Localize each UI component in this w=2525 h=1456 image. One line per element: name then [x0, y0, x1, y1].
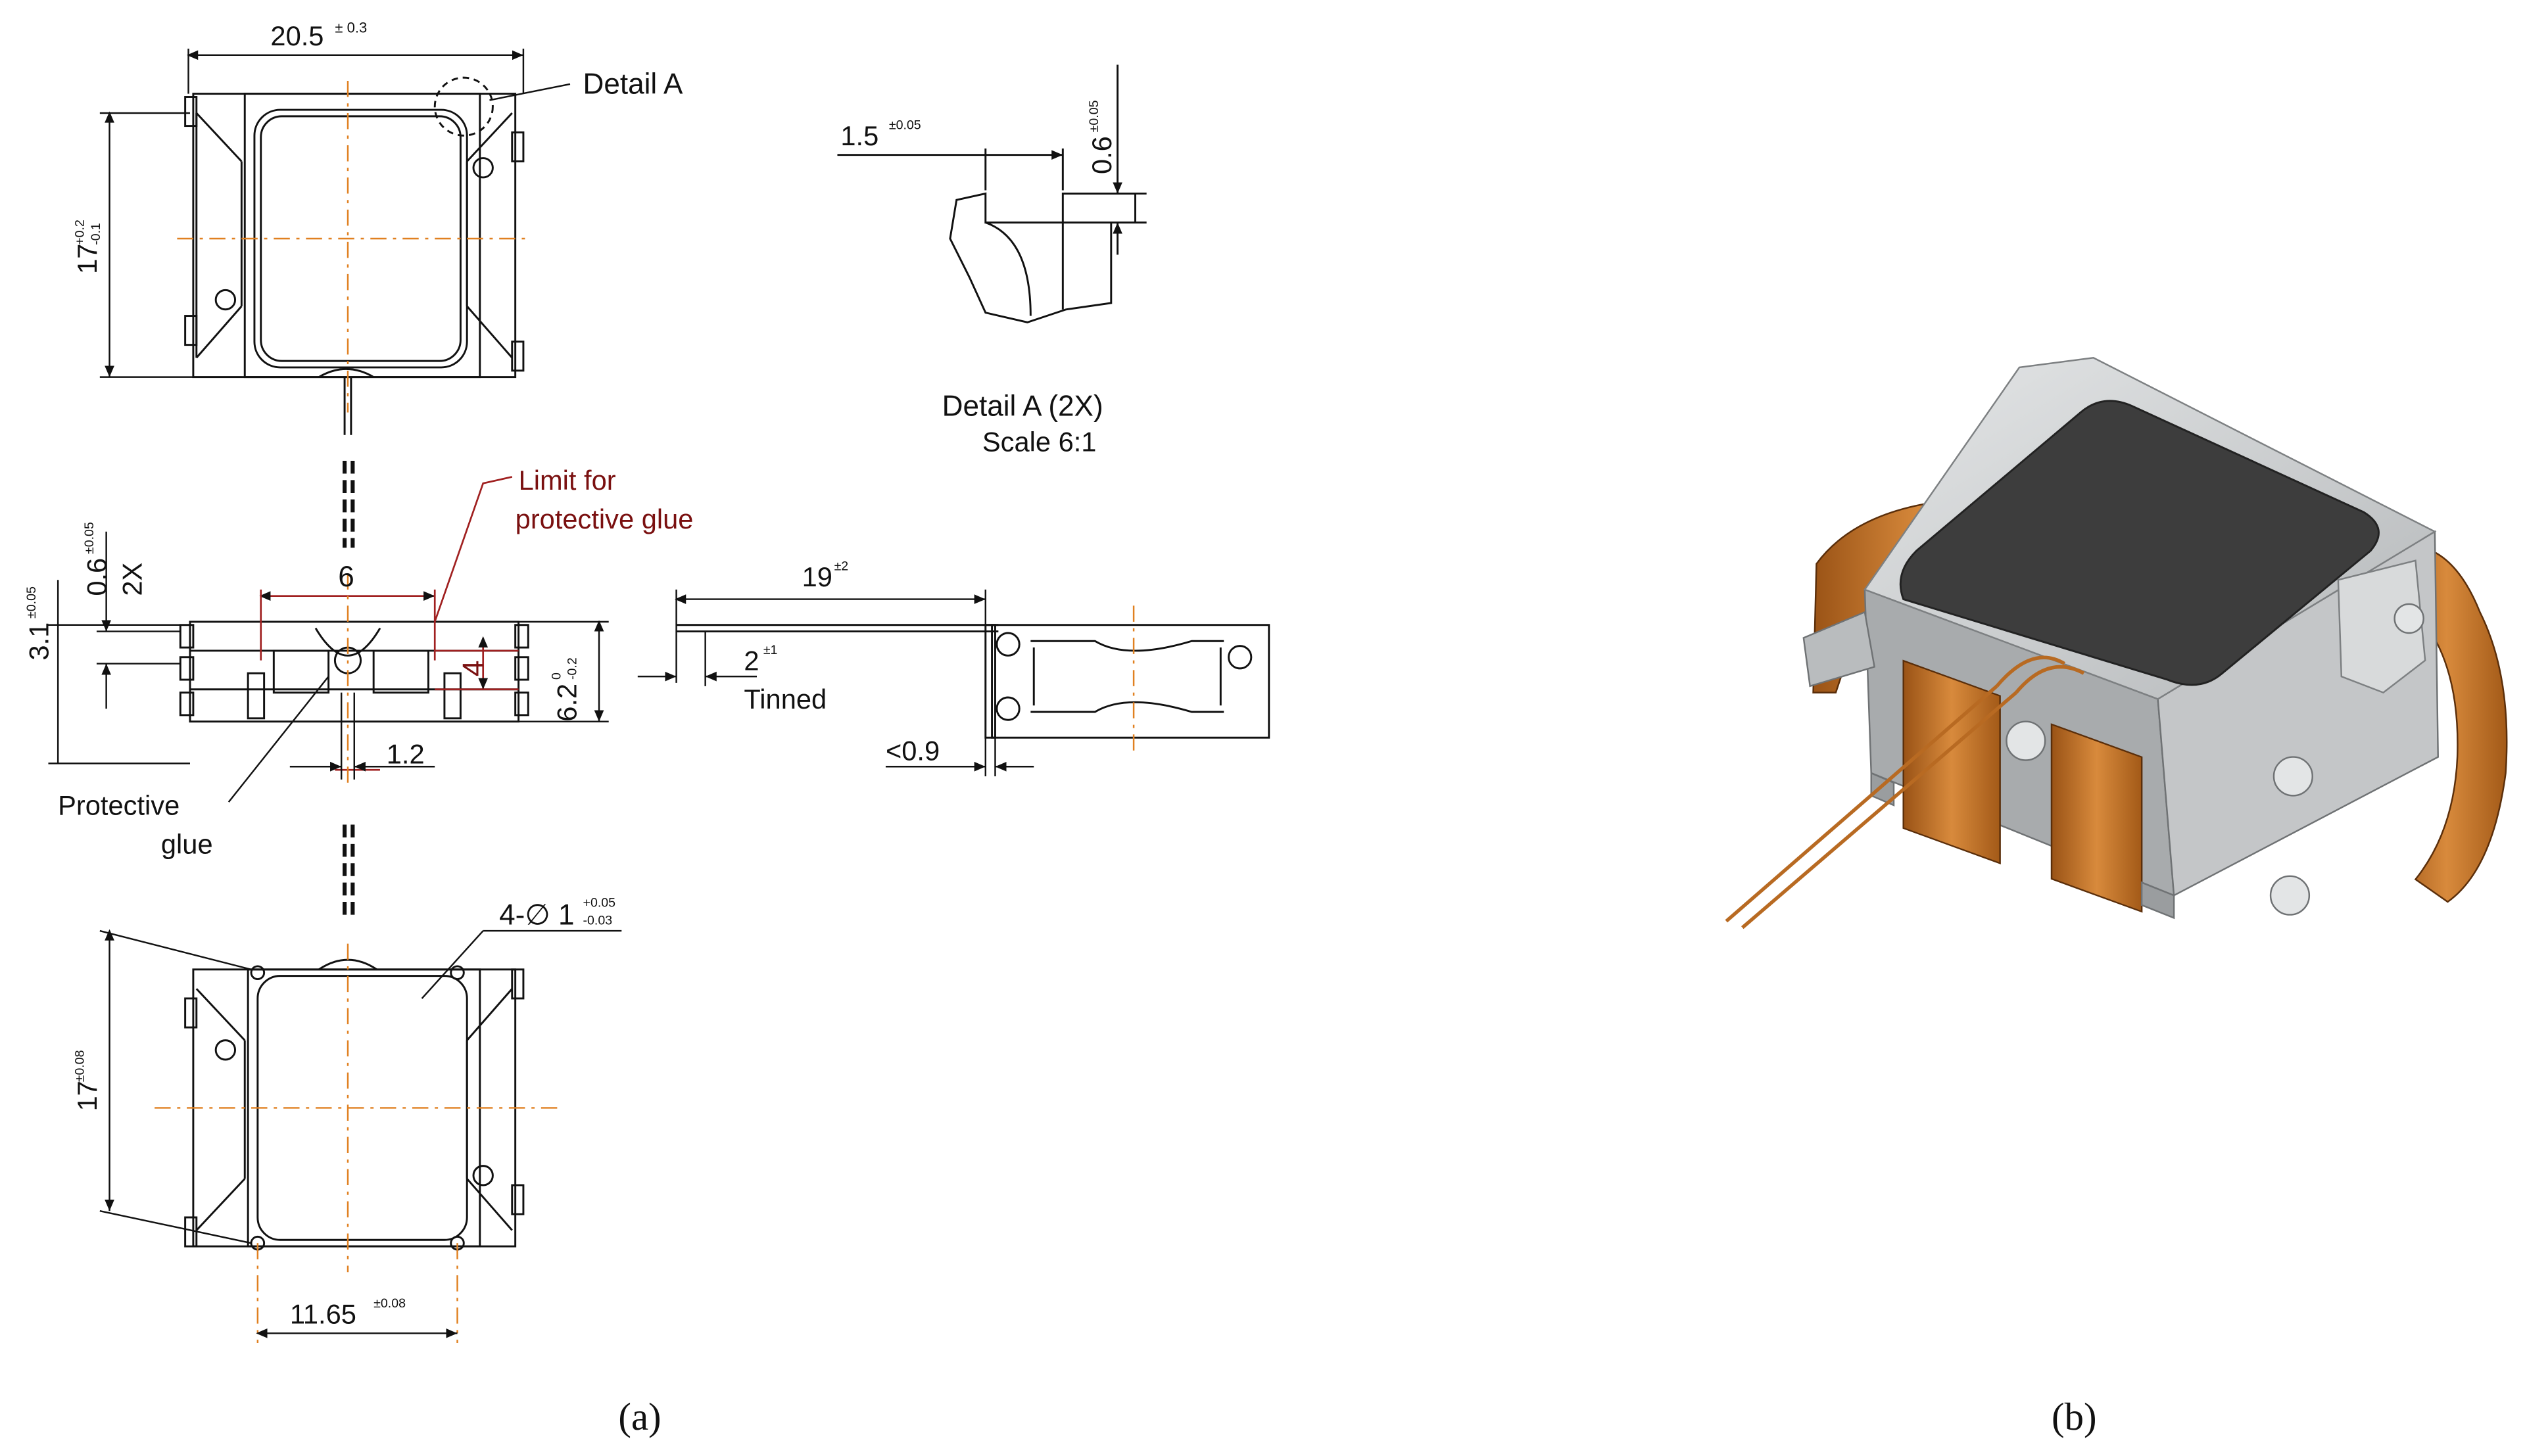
detail-a-width-tol: ±0.05: [889, 118, 921, 132]
detail-a-scale: Scale 6:1: [982, 426, 1097, 457]
top-view-screw-right: [472, 157, 494, 179]
bottom-width-tol: ±0.08: [373, 1296, 406, 1311]
bottom-view-centerlines: [155, 943, 558, 1344]
render-coil-right: [2050, 723, 2143, 913]
side-thickness-dim: 6.2: [552, 684, 583, 722]
glue-limit-line1: Limit for: [519, 465, 616, 496]
top-view-centerlines: [177, 81, 532, 413]
side-flex-dim: 0.6: [82, 558, 112, 596]
top-height-dim: 17: [72, 244, 103, 274]
protective-glue-line2: glue: [161, 829, 213, 860]
detail-a-callout: Detail A: [583, 68, 684, 101]
wire-length-dim: 19: [802, 561, 832, 592]
bottom-holes-tol-upper: +0.05: [583, 895, 616, 910]
top-width-tol: ± 0.3: [335, 20, 367, 36]
protective-glue-line1: Protective: [58, 790, 180, 821]
bottom-hole-tr: [450, 965, 465, 981]
side-flex-qty: 2X: [117, 563, 148, 596]
wire-view-screw-right: [1228, 645, 1253, 670]
detail-a-height-tol: ±0.05: [1087, 100, 1101, 132]
caption-b: (b): [2052, 1396, 2097, 1438]
render-coil-left: [1902, 659, 2001, 865]
side-offset-dim: 3.1: [23, 622, 54, 661]
top-view-frame: [243, 93, 481, 379]
render-3d: [1725, 356, 2508, 929]
wire-gap-dim: <0.9: [886, 735, 940, 766]
side-offset-tol: ±0.05: [24, 586, 39, 619]
render-screw-2: [2272, 756, 2313, 797]
top-view-wire: [318, 367, 374, 435]
wire-break-lower: [343, 824, 355, 915]
bottom-view-dimensions: [99, 929, 622, 1338]
top-view-left-flexure: [195, 112, 243, 359]
top-view-dimensions: [99, 49, 571, 378]
wire-break-upper: [343, 460, 355, 548]
detail-a-title: Detail A (2X): [942, 390, 1103, 422]
wire-view-body: [991, 624, 1270, 739]
wire-view-dimensions: [637, 589, 1034, 776]
side-view-glue-limit: [259, 476, 519, 771]
caption-a: (a): [618, 1396, 661, 1438]
render-screw-1: [2006, 720, 2046, 761]
bottom-view: [184, 958, 525, 1251]
wire-tinned-tol: ±1: [763, 643, 778, 657]
side-slot-height-dim: 4: [458, 661, 490, 677]
render-right-steel: [2337, 559, 2426, 694]
detail-a-width-dim: 1.5: [840, 120, 878, 151]
side-thickness-tol-upper: 0: [549, 672, 564, 680]
bottom-width-dim: 11.65: [290, 1299, 356, 1330]
wire-view-screw-lower: [996, 696, 1021, 721]
side-view-dimensions: [48, 531, 609, 803]
wire-view: [676, 624, 1270, 739]
top-height-tol-lower: -0.1: [89, 223, 103, 245]
side-flex-tol: ±0.05: [82, 522, 97, 554]
render-screw-3: [2269, 875, 2311, 916]
detail-a-circle: [433, 76, 494, 137]
bottom-height-dim: 17: [72, 1081, 103, 1111]
top-height-tol-upper: +0.2: [72, 220, 87, 245]
wire-tinned-label: Tinned: [744, 684, 827, 715]
detail-a-view: [837, 64, 1147, 323]
render-right-flexure: [2385, 544, 2508, 903]
wire-length-tol: ±2: [834, 559, 849, 573]
bottom-hole-tl: [250, 965, 266, 981]
side-slot-width-dim: 6: [338, 561, 354, 593]
top-width-dim: 20.5: [270, 20, 324, 51]
bottom-holes-dim: 4-∅ 1: [499, 899, 574, 931]
render-left-arm: [1802, 611, 1876, 688]
render-mirror: [1899, 400, 2380, 686]
detail-a-height-dim: 0.6: [1086, 136, 1117, 174]
top-view-right-flexure: [466, 112, 513, 359]
wire-tinned-dim: 2: [744, 645, 759, 676]
render-screw-4: [2393, 603, 2424, 634]
glue-limit-line2: protective glue: [516, 504, 694, 534]
wire-view-screw-upper: [996, 632, 1021, 657]
render-wires: [1725, 655, 2085, 929]
bottom-height-tol: ±0.08: [72, 1050, 87, 1082]
bottom-holes-tol-lower: -0.03: [583, 913, 613, 928]
top-view-screw-left: [214, 289, 237, 311]
side-hole-dim: 1.2: [387, 738, 425, 769]
side-thickness-tol-lower: -0.2: [565, 657, 580, 680]
top-view: [184, 76, 525, 435]
